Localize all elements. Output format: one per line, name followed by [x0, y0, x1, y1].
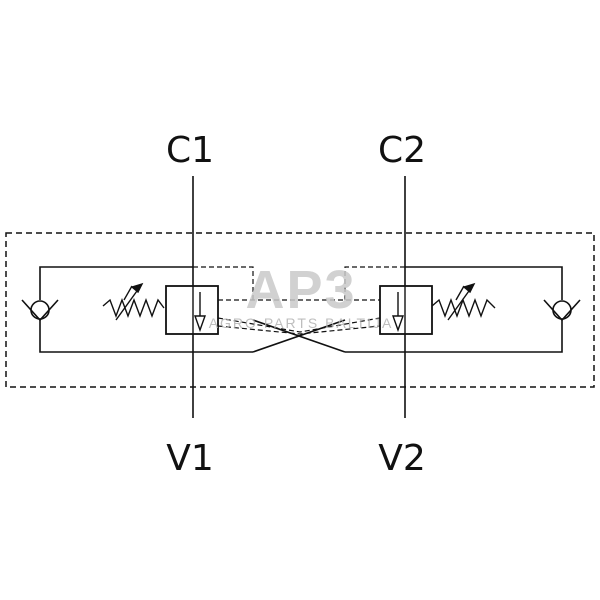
port-label-v2: V2: [378, 438, 426, 479]
left-circuit: [39, 266, 193, 353]
port-label-c1: C1: [166, 130, 214, 171]
port-label-v1: V1: [166, 438, 214, 479]
watermark: AP3 AGRO PARTS BALTIJA: [209, 260, 394, 331]
relief-valve-right: [431, 282, 496, 321]
watermark-logo: AP3: [245, 260, 356, 320]
relief-valve-left: [102, 282, 165, 321]
cross-lines: [193, 319, 405, 353]
check-valve-right: [543, 299, 581, 322]
pilot-check-valve-left: [165, 285, 219, 335]
check-valve-left: [21, 299, 59, 322]
right-circuit: [405, 266, 563, 353]
valve-block-boundary: [5, 232, 595, 388]
pilot-check-valve-right: [379, 285, 433, 335]
pilot-lines: [193, 266, 405, 335]
port-label-c2: C2: [378, 130, 426, 171]
watermark-text: AGRO PARTS BALTIJA: [209, 315, 394, 331]
